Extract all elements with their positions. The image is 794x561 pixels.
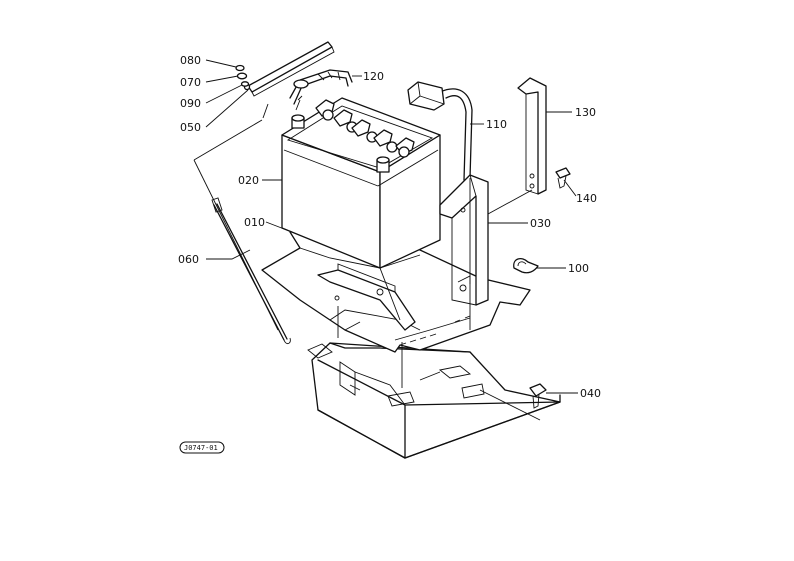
drawing-code-text: J0747-01 <box>184 444 218 452</box>
label-090: 090 <box>180 97 201 110</box>
label-120: 120 <box>363 70 384 83</box>
nut-and-washers <box>235 64 250 87</box>
label-010: 010 <box>244 216 265 229</box>
clip-100 <box>513 257 539 274</box>
battery-cable <box>289 69 353 105</box>
label-070: 070 <box>180 76 201 89</box>
label-100: 100 <box>568 262 589 275</box>
label-050: 050 <box>180 121 201 134</box>
battery-terminals <box>291 95 390 173</box>
hold-down-rod <box>211 197 291 345</box>
drawing-code-stamp: J0747-01 <box>179 441 225 454</box>
label-080: 080 <box>180 54 201 67</box>
leader-lines <box>193 59 578 421</box>
part-labels: 080 070 090 050 120 110 130 140 020 010 … <box>178 54 601 400</box>
clamp-bar <box>243 41 335 97</box>
bolt-040 <box>529 383 547 409</box>
label-110: 110 <box>486 118 507 131</box>
vent-caps <box>315 99 415 158</box>
label-140: 140 <box>576 192 597 205</box>
lower-tray <box>307 342 561 459</box>
label-040: 040 <box>580 387 601 400</box>
upright-bracket <box>517 77 547 195</box>
label-130: 130 <box>575 106 596 119</box>
label-060: 060 <box>178 253 199 266</box>
label-020: 020 <box>238 174 259 187</box>
battery <box>281 95 441 269</box>
battery-cable-110 <box>407 81 473 181</box>
label-030: 030 <box>530 217 551 230</box>
battery-bracket <box>439 174 489 306</box>
